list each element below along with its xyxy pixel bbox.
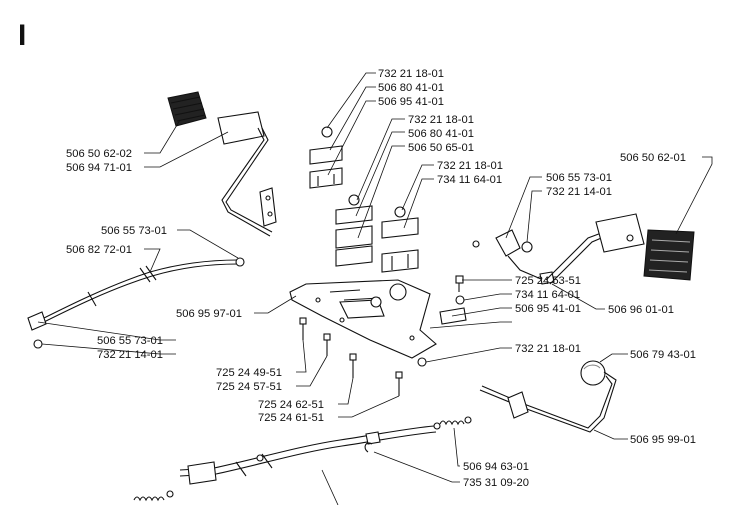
- part-number-label: 732 21 14-01: [97, 349, 163, 361]
- part-number-label: 732 21 18-01: [515, 343, 581, 355]
- bolt-1-drawing: [299, 317, 307, 340]
- leader-lines: [37, 72, 713, 483]
- part-number-label: 506 79 43-01: [630, 349, 696, 361]
- part-number-label: 506 95 97-01: [176, 308, 242, 320]
- part-number-label: 734 11 64-01: [515, 289, 580, 301]
- part-number-label: 506 94 71-01: [66, 162, 132, 174]
- part-number-label: 506 95 99-01: [630, 434, 696, 446]
- part-number-label: 506 50 62-02: [66, 148, 132, 160]
- part-number-label: 734 11 64-01: [437, 174, 502, 186]
- part-number-label: 725 24 62-51: [258, 399, 324, 411]
- left-pedal-arm: [217, 111, 277, 237]
- part-number-label: 506 82 72-01: [66, 244, 132, 256]
- part-number-label: 506 94 63-01: [463, 461, 529, 473]
- lower-spring: [133, 490, 174, 502]
- bolt-4-drawing: [395, 371, 403, 396]
- lever-drawing: [479, 371, 617, 433]
- upper-spring: [433, 416, 472, 430]
- part-number-label: 732 21 18-01: [408, 114, 474, 126]
- right-clamp-stack: [381, 206, 419, 273]
- part-number-label: 506 80 41-01: [408, 128, 474, 140]
- part-number-label: 506 50 62-01: [620, 152, 686, 164]
- part-number-label: 732 21 14-01: [546, 186, 612, 198]
- bolt-nut-right: [417, 275, 467, 367]
- bottom-cable: [179, 425, 437, 485]
- part-number-label: 725 24 61-51: [258, 412, 324, 424]
- top-clamp-stack: [309, 126, 343, 189]
- clip: [364, 442, 373, 453]
- part-number-label: 506 55 73-01: [97, 335, 163, 347]
- part-number-label: 506 96 01-01: [608, 304, 674, 316]
- part-number-label: 506 95 41-01: [378, 96, 444, 108]
- part-number-label: 506 95 41-01: [515, 303, 581, 315]
- part-number-label: 735 31 09-20: [463, 477, 529, 489]
- cable-exit-line: [321, 469, 339, 505]
- left-pedal-pad: [167, 91, 207, 127]
- part-labels: 732 21 18-01 506 80 41-01 506 95 41-01 7…: [66, 68, 696, 489]
- part-number-label: 725 24 49-51: [216, 367, 282, 379]
- part-number-label: 506 55 73-01: [101, 225, 167, 237]
- bolt-3-drawing: [349, 353, 357, 378]
- part-number-label: 506 50 65-01: [408, 142, 474, 154]
- mounting-plate: [289, 279, 437, 359]
- part-number-label: 732 21 18-01: [437, 160, 503, 172]
- right-linkage: [472, 229, 555, 285]
- left-cable: [27, 257, 245, 349]
- part-number-label: 725 24 53-51: [515, 275, 581, 287]
- part-number-label: 725 24 57-51: [216, 381, 282, 393]
- right-pedal-pad: [643, 229, 695, 281]
- middle-clamp-stack: [335, 194, 373, 267]
- bolt-2-drawing: [323, 333, 331, 356]
- part-number-label: 506 55 73-01: [546, 172, 612, 184]
- section-letter: I: [18, 19, 26, 52]
- part-number-label: 506 80 41-01: [378, 82, 444, 94]
- part-number-label: 732 21 18-01: [378, 68, 444, 80]
- right-pedal-arm: [545, 213, 645, 285]
- knob-drawing: [580, 360, 606, 386]
